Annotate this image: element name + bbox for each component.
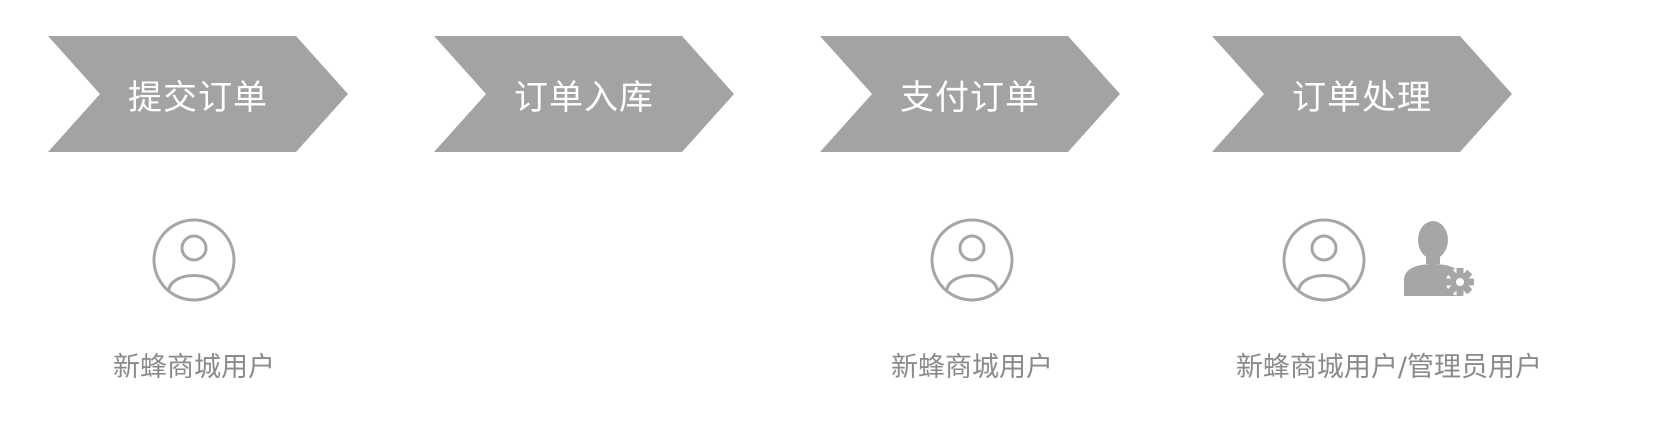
admin-gear-icon: [1404, 221, 1474, 296]
step-label: 提交订单: [128, 77, 268, 118]
flow-step-submit-order: 提交订单: [48, 36, 348, 152]
flow-step-order-storage: 订单入库: [434, 36, 734, 152]
flow-step-process-order: 订单处理: [1212, 36, 1512, 152]
chevron-shape: [434, 36, 734, 152]
user-circle-icon: [1282, 218, 1366, 302]
chevron-shape: [1212, 36, 1512, 152]
step-label: 订单处理: [1292, 77, 1432, 118]
flow-step-pay-order: 支付订单: [820, 36, 1120, 152]
actor-label-step1: 新蜂商城用户: [113, 352, 275, 383]
actor-label-step3: 新蜂商城用户: [891, 352, 1053, 383]
user-circle-icon: [152, 218, 236, 302]
actor-label-step4: 新蜂商城用户/管理员用户: [1235, 352, 1543, 383]
step-label: 订单入库: [514, 77, 654, 118]
chevron-shape: [820, 36, 1120, 152]
chevron-shape: [48, 36, 348, 152]
user-circle-icon: [930, 218, 1014, 302]
step-label: 支付订单: [900, 77, 1040, 118]
